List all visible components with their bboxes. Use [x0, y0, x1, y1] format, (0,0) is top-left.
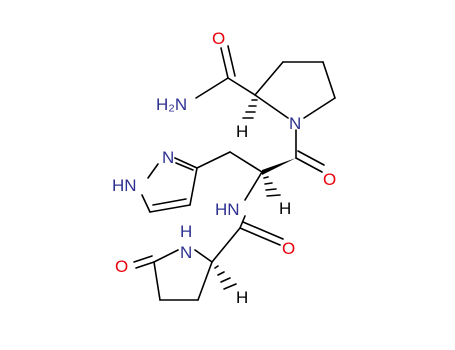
oxygen-label: O	[282, 239, 295, 258]
bond	[244, 171, 263, 201]
nitrogen-label: N	[289, 114, 301, 133]
atom-labels: O H₂N H N N HN O HN H H N O O H	[112, 29, 336, 307]
bond	[254, 94, 289, 119]
hydrogen-label: H	[279, 199, 291, 218]
bond	[152, 198, 187, 206]
bond	[195, 77, 229, 99]
bond	[295, 157, 323, 173]
bond	[297, 150, 325, 166]
stereo-hash	[214, 265, 237, 290]
bond	[303, 97, 336, 119]
nitrogen-label: N	[162, 148, 174, 167]
bond	[211, 227, 241, 263]
bond	[153, 261, 161, 301]
bond	[149, 204, 191, 213]
bond	[239, 227, 281, 246]
nitrogen-label: N	[180, 243, 192, 262]
bond	[174, 157, 198, 169]
hydrogen-label: H	[236, 122, 248, 141]
bond	[227, 45, 236, 77]
bond	[141, 194, 151, 213]
bond	[135, 261, 155, 269]
bond	[197, 261, 213, 301]
oxygen-label: O	[212, 29, 225, 48]
stereo-hash	[263, 176, 281, 197]
bond	[254, 61, 284, 96]
bonds	[133, 45, 336, 301]
bond	[220, 47, 229, 79]
bond	[322, 61, 336, 99]
nh-label: HN	[112, 176, 137, 195]
oxygen-label: O	[323, 170, 336, 189]
stereo-wedge	[262, 158, 296, 175]
amine-label: H₂N	[156, 95, 187, 114]
stereo-hash	[242, 99, 258, 119]
hydrogen-label: H	[236, 288, 248, 307]
bond	[227, 77, 256, 96]
bond	[189, 167, 198, 206]
bond	[194, 249, 213, 263]
bond	[175, 162, 194, 171]
bond	[153, 249, 179, 263]
bond	[133, 255, 153, 263]
bond	[229, 151, 263, 173]
bond	[196, 151, 231, 169]
nh-label: HN	[215, 200, 240, 219]
oxygen-label: O	[115, 257, 128, 276]
bond	[147, 163, 159, 179]
hydrogen-label: H	[180, 222, 192, 241]
bond	[242, 221, 284, 240]
